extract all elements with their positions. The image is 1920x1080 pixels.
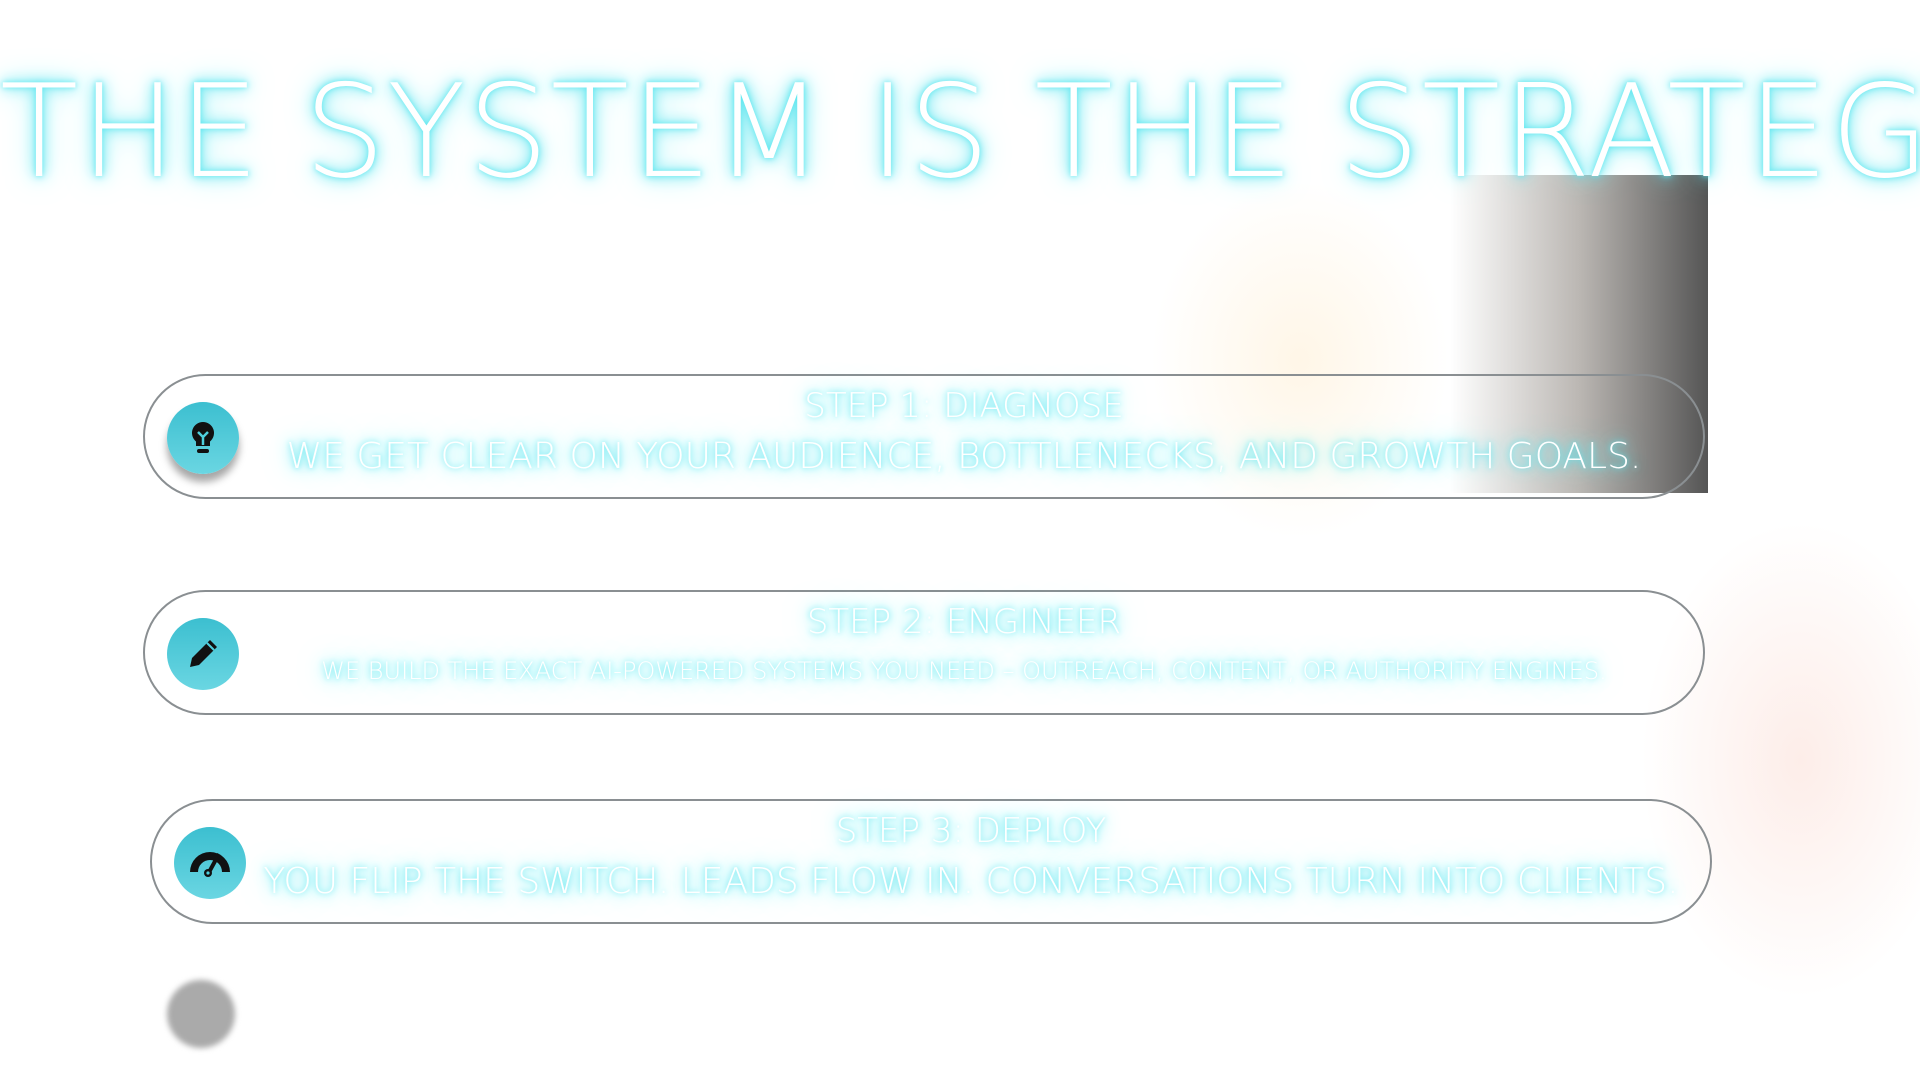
step-description: YOU FLIP THE SWITCH. LEADS FLOW IN. CONV… [263,861,1679,902]
background-glow [1640,520,1920,1000]
step-card-deploy: STEP 3: DEPLOY YOU FLIP THE SWITCH. LEAD… [150,799,1712,924]
lightbulb-icon [167,402,239,474]
step-description: WE GET CLEAR ON YOUR AUDIENCE, BOTTLENEC… [286,436,1642,477]
pencil-icon [167,618,239,690]
page-title: THE SYSTEM IS THE STRATEGY [0,58,1920,207]
step-description: WE BUILD THE EXACT AI-POWERED SYSTEMS YO… [321,657,1607,685]
step-title: STEP 1: DIAGNOSE [804,386,1124,426]
background-glow [1150,180,1450,540]
step-card-diagnose: STEP 1: DIAGNOSE WE GET CLEAR ON YOUR AU… [143,374,1705,499]
speedometer-icon [174,827,246,899]
step-title: STEP 2: ENGINEER [806,602,1122,642]
step-card-engineer: STEP 2: ENGINEER WE BUILD THE EXACT AI-P… [143,590,1705,715]
step-title: STEP 3: DEPLOY [835,811,1107,851]
blurred-circle [167,980,235,1048]
